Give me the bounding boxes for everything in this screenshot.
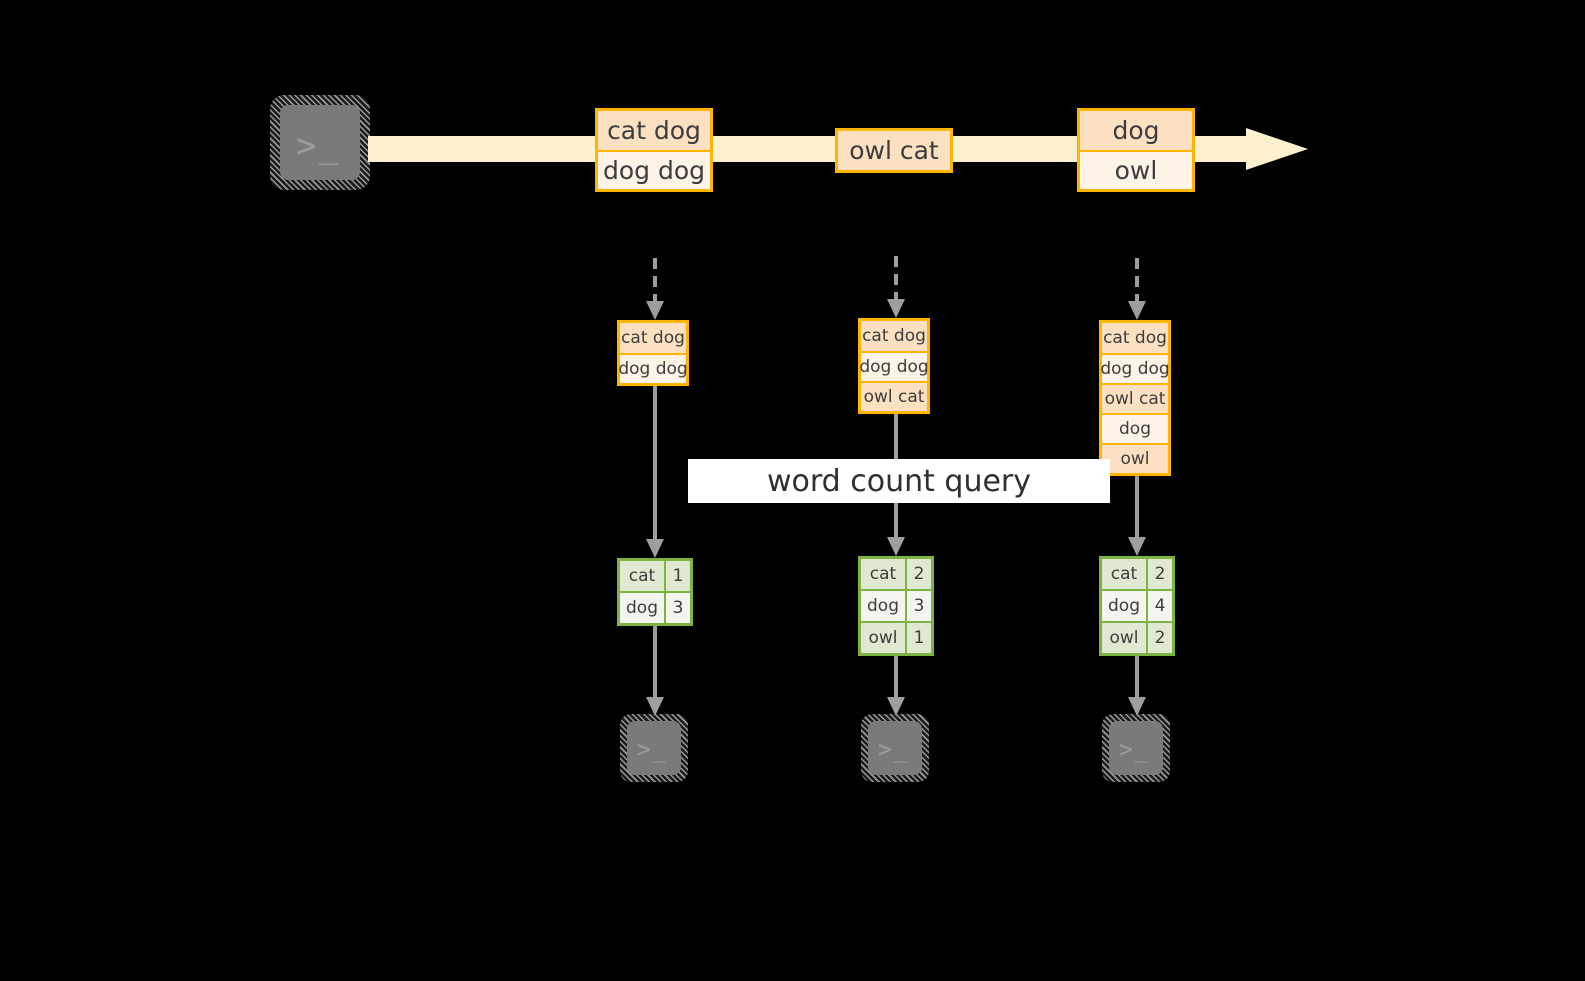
- event-line: dog: [1080, 111, 1192, 150]
- count-cell: 1: [905, 623, 931, 653]
- table-row: owl 2: [1102, 621, 1172, 653]
- connector-line: [1135, 470, 1139, 538]
- connector-arrowhead: [646, 539, 664, 558]
- stream-event-box: cat dog dog dog: [595, 108, 713, 192]
- terminal-body: [627, 721, 681, 775]
- input-line: dog dog: [1100, 353, 1170, 383]
- connector-arrowhead: [1128, 301, 1146, 320]
- count-cell: 4: [1146, 591, 1172, 621]
- source-terminal-icon: >_: [270, 95, 370, 190]
- result-table: cat 2 dog 4 owl 2: [1099, 556, 1175, 656]
- connector-arrowhead: [1128, 537, 1146, 556]
- batch-input-box: cat dog dog dog owl cat: [858, 318, 930, 414]
- count-cell: 3: [905, 591, 931, 621]
- count-cell: 3: [664, 593, 690, 623]
- batch-input-box: cat dog dog dog owl cat dog owl: [1099, 320, 1171, 476]
- table-row: cat 2: [1102, 559, 1172, 589]
- connector-line: [653, 620, 657, 698]
- connector-line: [1135, 648, 1139, 698]
- sink-terminal-icon: >_: [1102, 714, 1170, 782]
- result-table: cat 1 dog 3: [617, 558, 693, 626]
- connector-arrowhead: [887, 697, 905, 716]
- count-cell: 2: [905, 559, 931, 589]
- result-table: cat 2 dog 3 owl 1: [858, 556, 934, 656]
- event-line: dog dog: [598, 150, 710, 189]
- word-cell: cat: [1110, 564, 1138, 584]
- terminal-prompt-glyph: >_: [637, 737, 668, 763]
- connector-arrowhead: [1128, 697, 1146, 716]
- query-label-text: word count query: [766, 463, 1032, 499]
- count-cell: 1: [664, 561, 690, 591]
- input-line: dog dog: [859, 351, 929, 381]
- arrow-head: [1246, 128, 1308, 170]
- event-line: owl cat: [838, 131, 950, 170]
- table-row: dog 3: [620, 591, 690, 623]
- table-row: owl 1: [861, 621, 931, 653]
- input-line: owl: [1102, 443, 1168, 473]
- sink-terminal-icon: >_: [861, 714, 929, 782]
- terminal-body: [868, 721, 922, 775]
- event-line: cat dog: [598, 111, 710, 150]
- word-cell: dog: [626, 598, 658, 618]
- table-row: dog 4: [1102, 589, 1172, 621]
- count-cell: 2: [1146, 559, 1172, 589]
- connector-arrowhead: [887, 299, 905, 318]
- table-row: dog 3: [861, 589, 931, 621]
- connector-arrowhead: [887, 537, 905, 556]
- sink-terminal-icon: >_: [620, 714, 688, 782]
- batch-input-box: cat dog dog dog: [617, 320, 689, 386]
- word-cell: dog: [1108, 596, 1140, 616]
- input-line: dog: [1102, 413, 1168, 443]
- connector-arrowhead: [646, 301, 664, 320]
- connector-line: [1135, 258, 1139, 302]
- connector-line: [894, 648, 898, 698]
- input-line: cat dog: [620, 323, 686, 353]
- word-cell: cat: [628, 566, 656, 586]
- connector-arrowhead: [646, 697, 664, 716]
- word-cell: owl: [868, 628, 898, 648]
- terminal-prompt-glyph: >_: [878, 737, 909, 763]
- stream-event-box: dog owl: [1077, 108, 1195, 192]
- count-cell: 2: [1146, 623, 1172, 653]
- table-row: cat 2: [861, 559, 931, 589]
- input-line: dog dog: [618, 353, 688, 383]
- connector-line: [653, 380, 657, 540]
- table-row: cat 1: [620, 561, 690, 591]
- stream-event-box: owl cat: [835, 128, 953, 173]
- input-line: owl cat: [1102, 383, 1168, 413]
- input-line: cat dog: [1102, 323, 1168, 353]
- input-line: owl cat: [861, 381, 927, 411]
- word-cell: dog: [867, 596, 899, 616]
- input-line: cat dog: [861, 321, 927, 351]
- connector-line: [894, 256, 898, 300]
- terminal-body: [280, 105, 360, 180]
- query-label: word count query: [688, 459, 1110, 503]
- terminal-prompt-glyph: >_: [296, 126, 342, 166]
- event-line: owl: [1080, 150, 1192, 189]
- terminal-body: [1109, 721, 1163, 775]
- word-cell: cat: [869, 564, 897, 584]
- terminal-prompt-glyph: >_: [1119, 737, 1150, 763]
- connector-line: [653, 258, 657, 302]
- word-cell: owl: [1109, 628, 1139, 648]
